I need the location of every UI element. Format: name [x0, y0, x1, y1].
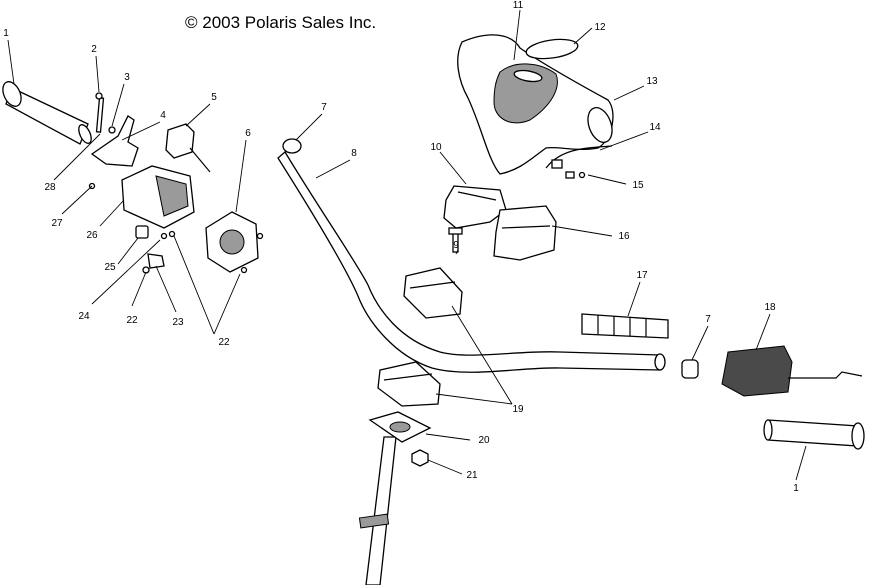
- callout-8: 8: [351, 148, 357, 159]
- callout-17: 17: [636, 270, 648, 281]
- pod-wire-harness: [545, 145, 613, 179]
- callout-22-b: 22: [218, 337, 230, 348]
- copyright-notice: © 2003 Polaris Sales Inc.: [185, 13, 376, 32]
- switch-module: [165, 123, 211, 173]
- pod-lens-cover: [493, 205, 557, 261]
- left-hand-grip: [2, 81, 92, 145]
- callout-26: 26: [86, 230, 98, 241]
- control-housing: [121, 165, 195, 229]
- lower-clamp: [377, 361, 441, 407]
- callout-12: 12: [594, 22, 606, 33]
- riser-plate: [368, 411, 432, 443]
- callout-19: 19: [512, 404, 524, 415]
- switch-housing: [205, 211, 259, 273]
- bolt-and-washer: [95, 92, 116, 134]
- callout-3: 3: [124, 72, 130, 83]
- callout-7-left-plug: 7: [321, 102, 327, 113]
- callout-1-right-grip: 1: [793, 483, 799, 494]
- callout-25: 25: [104, 262, 116, 273]
- handlebar-plug-right: [681, 359, 699, 379]
- pod-housing-left: [443, 185, 507, 229]
- right-hand-grip: [763, 419, 865, 450]
- upper-clamp: [403, 227, 463, 319]
- callout-6: 6: [245, 128, 251, 139]
- callout-7-right-plug: 7: [705, 314, 711, 325]
- lever-bracket: [90, 115, 139, 167]
- handlebar-plug-left: [282, 138, 302, 154]
- steering-post: [358, 436, 397, 585]
- handlebar: [277, 138, 666, 373]
- throttle-housing: [721, 345, 863, 397]
- small-hardware: [88, 171, 586, 274]
- callout-11: 11: [513, 0, 524, 11]
- callout-20: 20: [478, 435, 490, 446]
- callout-16: 16: [618, 231, 630, 242]
- grip-sleeve: [581, 313, 669, 339]
- callout-15: 15: [632, 180, 644, 191]
- callout-5: 5: [211, 92, 217, 103]
- callout-22-a: 22: [126, 315, 138, 326]
- leader-lines: [7, 9, 807, 481]
- callout-9: 9: [453, 240, 459, 251]
- callout-13: 13: [646, 76, 658, 87]
- callout-4: 4: [160, 110, 166, 121]
- callout-28: 28: [44, 182, 56, 193]
- callout-23: 23: [172, 317, 184, 328]
- callout-labels: 1 2 3 4 5 6 7 8 9 10 11 12 13 14 15 16 1…: [3, 0, 799, 494]
- riser-nut: [411, 449, 429, 467]
- callout-24: 24: [78, 311, 90, 322]
- callout-1-left-grip: 1: [3, 28, 9, 39]
- callout-27: 27: [51, 218, 63, 229]
- callout-21: 21: [466, 470, 478, 481]
- callout-14: 14: [649, 122, 661, 133]
- callout-10: 10: [430, 142, 442, 153]
- callout-2: 2: [91, 44, 97, 55]
- hand-cover-pod: [457, 34, 614, 175]
- callout-18: 18: [764, 302, 776, 313]
- pod-decal: [525, 38, 579, 60]
